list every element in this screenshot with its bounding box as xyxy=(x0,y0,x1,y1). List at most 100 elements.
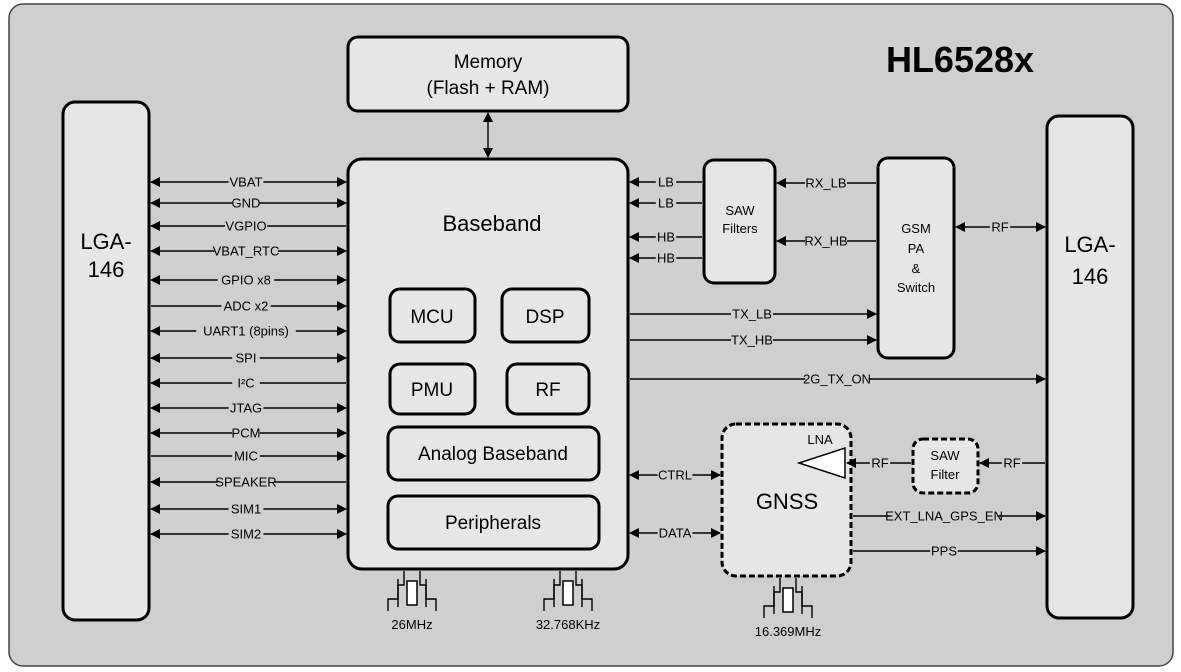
lna-amplifier-icon xyxy=(796,446,846,480)
signal-9: JTAG xyxy=(150,401,347,416)
rx-lb-signal: RX_LB xyxy=(776,176,876,191)
signal-12-label: SPEAKER xyxy=(215,475,276,490)
hb-1-signal-label: HB xyxy=(657,230,675,245)
gsm-pa-switch-block: GSM PA & Switch xyxy=(876,156,956,360)
dsp-block xyxy=(500,287,591,344)
pmu-block xyxy=(388,362,477,416)
signal-5: ADC x2 xyxy=(151,299,347,314)
mcu-label: MCU xyxy=(410,307,453,328)
signal-1-label: GND xyxy=(232,196,261,211)
signal-2-label: VGPIO xyxy=(225,219,266,234)
lga-right-block: LGA- 146 xyxy=(1045,114,1135,620)
rf-saw-signal: RF xyxy=(979,456,1045,471)
memory-label-1: Memory xyxy=(454,52,523,73)
signal-4: GPIO x8 xyxy=(150,273,347,288)
signal-3: VBAT_RTC xyxy=(150,244,347,259)
rf-block xyxy=(505,362,591,416)
baseband-block: Baseband MCU DSP PMU RF Analog Baseband … xyxy=(346,157,630,571)
hb-2-signal-label: HB xyxy=(657,251,675,266)
signal-14: SIM2 xyxy=(150,527,347,542)
signal-0-label: VBAT xyxy=(230,175,263,190)
signal-0: VBAT xyxy=(150,175,347,190)
crystal-0: 26MHz xyxy=(387,571,437,632)
gsm-label-1: GSM xyxy=(901,221,931,236)
crystal-icon xyxy=(562,580,574,606)
tx-hb-signal: TX_HB xyxy=(630,333,877,348)
rf-saw-signal-label: RF xyxy=(1003,456,1020,471)
ctrl-signal-label: CTRL xyxy=(658,468,692,483)
ext-lna-signal: EXT_LNA_GPS_EN xyxy=(853,509,1046,524)
lga-right-label-1: LGA- xyxy=(1064,232,1115,257)
signal-5-label: ADC x2 xyxy=(224,299,269,314)
hb-1-signal: HB xyxy=(629,230,702,245)
tx-lb-signal-label: TX_LB xyxy=(732,307,772,322)
signal-2: VGPIO xyxy=(150,219,346,234)
pps-signal-label: PPS xyxy=(931,544,957,559)
lga-left-label-2: 146 xyxy=(88,257,125,282)
crystal-1: 32.768KHz xyxy=(536,571,600,632)
gsm-label-2: PA xyxy=(908,241,925,256)
rx-hb-signal: RX_HB xyxy=(776,234,876,249)
lga-left-label-1: LGA- xyxy=(80,229,131,254)
lb-1-signal-label: LB xyxy=(658,175,674,190)
rf-lna-signal-label: RF xyxy=(871,456,888,471)
signal-11: MIC xyxy=(151,449,347,464)
lb-2-signal: LB xyxy=(629,196,702,211)
crystal-icon xyxy=(406,580,418,606)
signal-7: SPI xyxy=(150,351,347,366)
hb-2-signal: HB xyxy=(629,251,702,266)
peripherals-block xyxy=(386,494,601,551)
gsm-label-3: & xyxy=(912,261,921,276)
peripherals-label: Peripherals xyxy=(445,513,541,534)
lb-1-signal: LB xyxy=(629,175,702,190)
mcu-block xyxy=(388,287,477,344)
signal-6: UART1 (8pins) xyxy=(150,324,347,339)
signal-11-label: MIC xyxy=(234,449,258,464)
crystals: 26MHz 32.768KHz 16.369MHz xyxy=(387,571,821,639)
left-signal-bus: VBAT GND VGPIO VBAT_RTC GPIO x8 ADC x2 UART1 (… xyxy=(150,175,347,542)
dsp-label: DSP xyxy=(525,307,564,328)
saw-filter-label-2: Filter xyxy=(931,467,961,482)
signal-10: PCM xyxy=(150,426,347,441)
crystal-2: 16.369MHz xyxy=(755,578,821,639)
crystal-icon xyxy=(782,587,794,613)
pps-signal: PPS xyxy=(853,544,1046,559)
right-signal-bus: LB LB HB HB RX_LB RX_HB RF TX_LB TX_HB 2G_TX_ON CT… xyxy=(629,175,1046,559)
memory-block: Memory (Flash + RAM) xyxy=(346,35,630,113)
signal-1: GND xyxy=(150,196,347,211)
rx-hb-signal-label: RX_HB xyxy=(804,234,847,249)
ctrl-signal: CTRL xyxy=(629,468,721,483)
crystal-label-0: 26MHz xyxy=(391,617,432,632)
signal-4-label: GPIO x8 xyxy=(221,273,271,288)
lb-2-signal-label: LB xyxy=(658,196,674,211)
analog-baseband-block xyxy=(386,425,601,482)
analog-baseband-label: Analog Baseband xyxy=(418,444,568,465)
signal-14-label: SIM2 xyxy=(231,527,261,542)
diagram-title: HL6528x xyxy=(886,39,1034,80)
lna-label: LNA xyxy=(807,432,833,447)
crystal-label-2: 16.369MHz xyxy=(755,624,821,639)
data-signal-label: DATA xyxy=(659,526,692,541)
rf-gsm-signal: RF xyxy=(955,220,1046,235)
crystal-label-1: 32.768KHz xyxy=(536,617,600,632)
rf-gsm-signal-label: RF xyxy=(991,220,1008,235)
signal-13: SIM1 xyxy=(150,502,347,517)
saw-filter-gnss-block: SAW Filter xyxy=(911,437,980,495)
signal-8: I²C xyxy=(150,376,346,391)
data-signal: DATA xyxy=(629,526,721,541)
saw-filters-label-1: SAW xyxy=(725,203,755,218)
gnss-block: GNSS LNA xyxy=(720,422,853,578)
gsm-label-4: Switch xyxy=(897,280,935,295)
ext-lna-signal-label: EXT_LNA_GPS_EN xyxy=(885,509,1003,524)
lga-left-block: LGA- 146 xyxy=(61,100,151,622)
baseband-label: Baseband xyxy=(442,211,541,236)
pmu-label: PMU xyxy=(411,380,453,401)
signal-7-label: SPI xyxy=(236,351,257,366)
signal-12: SPEAKER xyxy=(150,475,346,490)
tx-on-signal-label: 2G_TX_ON xyxy=(803,372,871,387)
tx-lb-signal: TX_LB xyxy=(630,307,877,322)
rf-label: RF xyxy=(535,380,560,401)
signal-6-label: UART1 (8pins) xyxy=(203,324,289,339)
signal-9-label: JTAG xyxy=(230,401,262,416)
